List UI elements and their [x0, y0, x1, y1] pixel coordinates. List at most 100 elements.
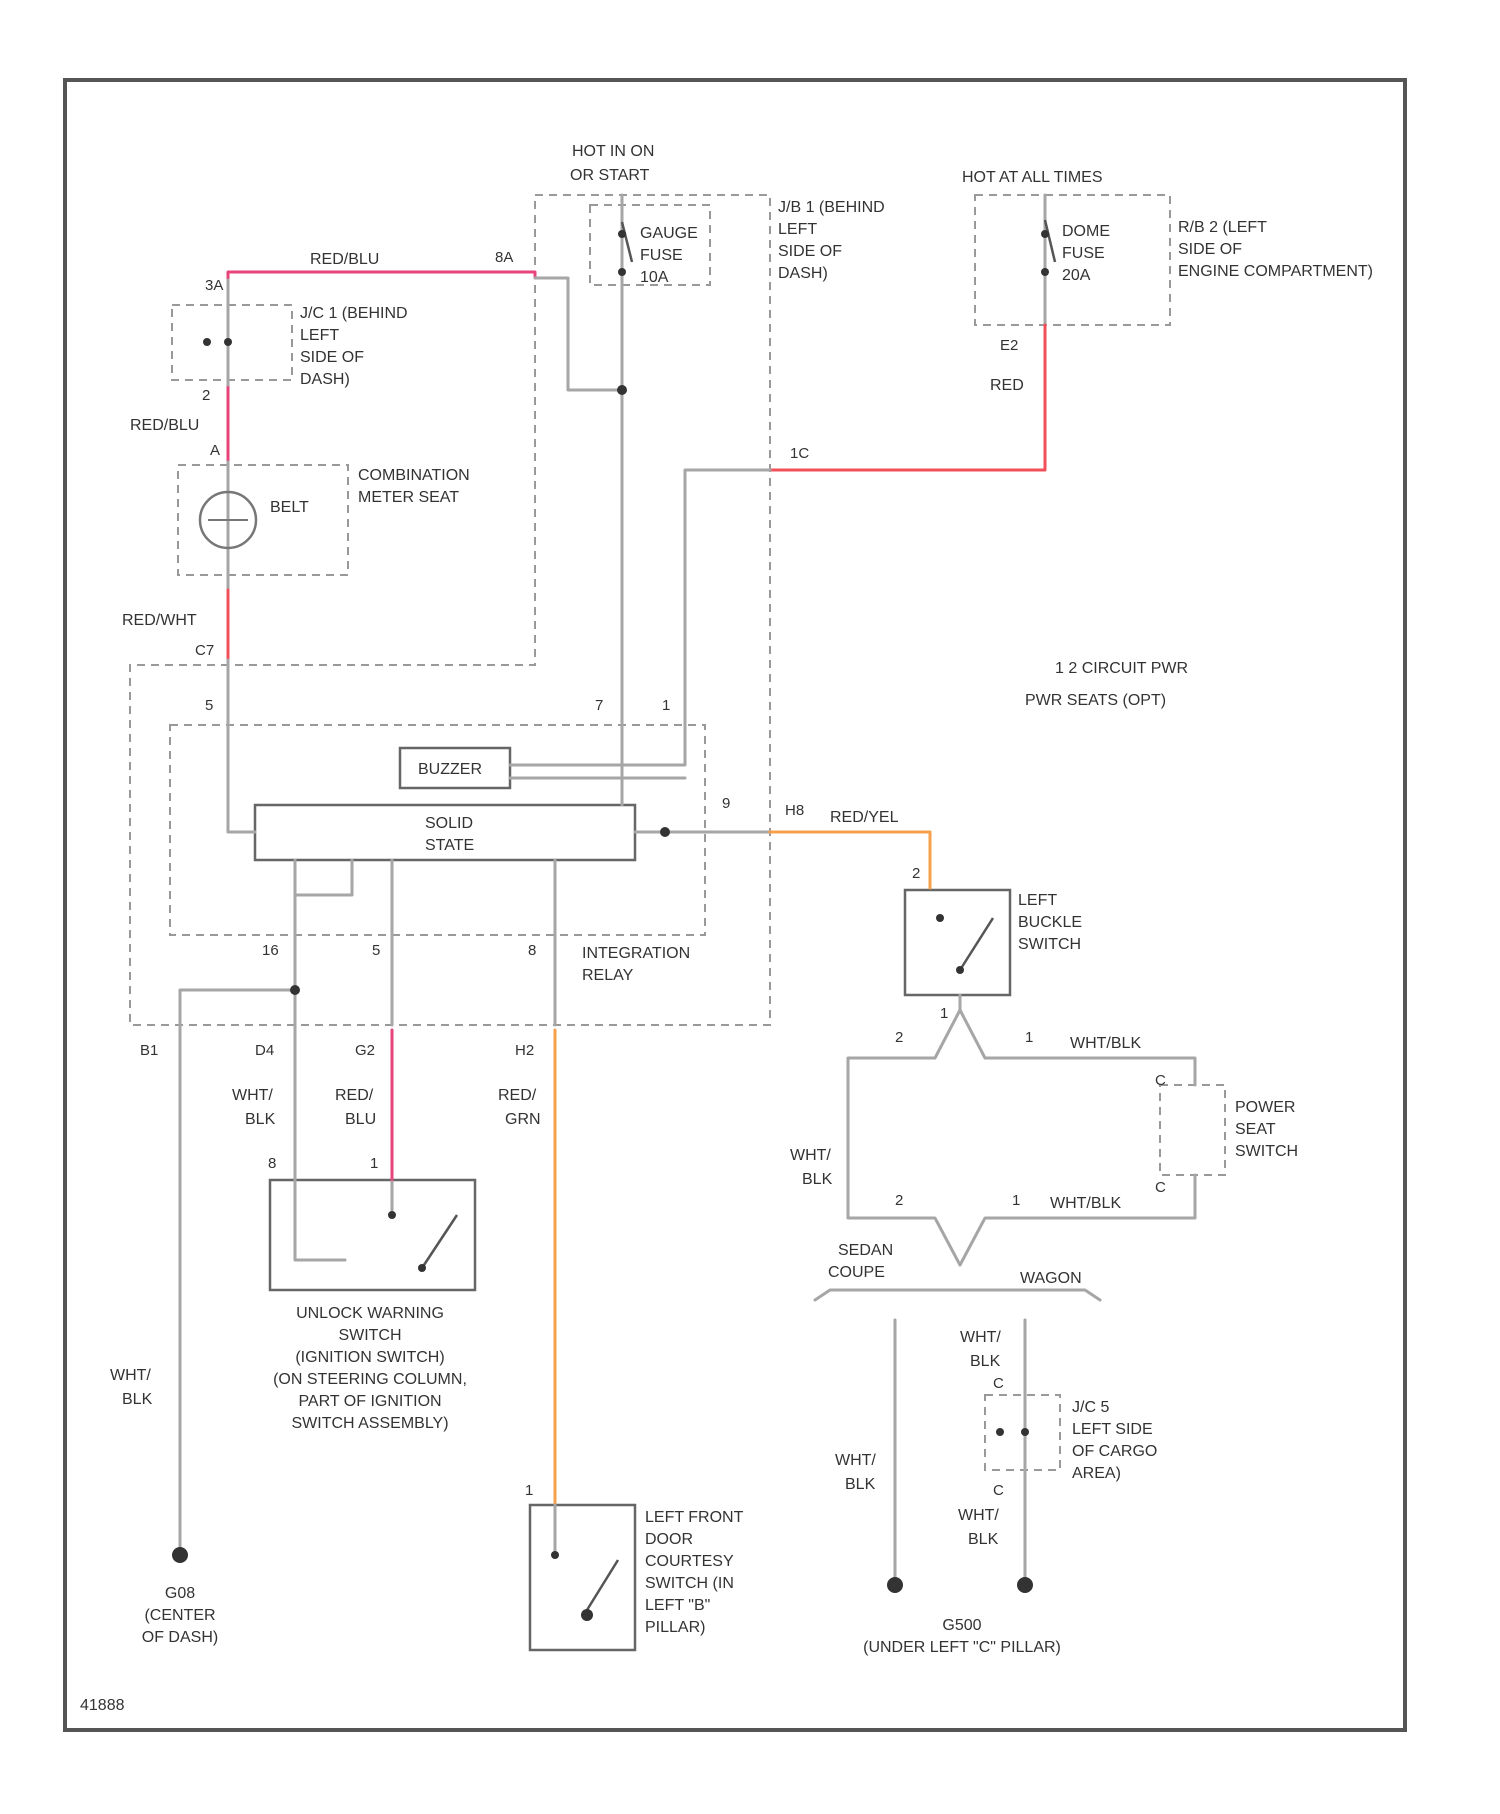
svg-text:J/C 1 (BEHIND: J/C 1 (BEHIND	[300, 305, 408, 322]
svg-text:(ON STEERING COLUMN,: (ON STEERING COLUMN,	[273, 1371, 467, 1388]
svg-text:H2: H2	[515, 1042, 534, 1059]
left-front-door-switch-label: LEFT FRONT DOOR COURTESY SWITCH (IN LEFT…	[645, 1509, 744, 1636]
svg-text:R/B 2 (LEFT: R/B 2 (LEFT	[1178, 219, 1267, 236]
power-seat-switch-box	[1160, 1085, 1225, 1175]
svg-text:10A: 10A	[640, 269, 669, 286]
svg-text:WHT/: WHT/	[790, 1147, 831, 1164]
wire-label-wht-blk-jc5: WHT/ BLK	[958, 1507, 999, 1548]
svg-text:9: 9	[722, 795, 730, 812]
svg-text:3A: 3A	[205, 277, 223, 294]
jb1-label: J/B 1 (BEHIND LEFT SIDE OF DASH)	[778, 199, 885, 282]
unlock-switch-blade	[422, 1215, 457, 1268]
svg-text:SOLID: SOLID	[425, 815, 473, 832]
wire-label-wht-blk-lower: WHT/BLK	[1050, 1195, 1121, 1212]
svg-text:LEFT FRONT: LEFT FRONT	[645, 1509, 744, 1526]
wire-label-red-wht: RED/WHT	[122, 612, 197, 629]
svg-text:1: 1	[1012, 1192, 1020, 1209]
wire-label-red-blu-g2: RED/ BLU	[335, 1087, 376, 1128]
svg-text:PWR SEATS (OPT): PWR SEATS (OPT)	[1025, 692, 1166, 709]
svg-text:1: 1	[940, 1005, 948, 1022]
svg-text:5: 5	[205, 697, 213, 714]
svg-text:A: A	[210, 442, 220, 459]
svg-text:BLK: BLK	[968, 1531, 999, 1548]
svg-text:METER SEAT: METER SEAT	[358, 489, 459, 506]
svg-text:COMBINATION: COMBINATION	[358, 467, 470, 484]
wire-label-wht-blk-wagon: WHT/ BLK	[960, 1329, 1001, 1370]
svg-text:B1: B1	[140, 1042, 158, 1059]
svg-text:BLK: BLK	[122, 1391, 153, 1408]
jc5-label: J/C 5 LEFT SIDE OF CARGO AREA)	[1072, 1399, 1157, 1482]
svg-text:(UNDER LEFT "C" PILLAR): (UNDER LEFT "C" PILLAR)	[863, 1639, 1061, 1656]
svg-text:WHT/: WHT/	[835, 1452, 876, 1469]
ground-pillar-label: G500 (UNDER LEFT "C" PILLAR)	[863, 1617, 1061, 1656]
svg-text:(IGNITION SWITCH): (IGNITION SWITCH)	[295, 1349, 444, 1366]
ground-center-dash-icon	[172, 1547, 188, 1563]
svg-text:PART OF IGNITION: PART OF IGNITION	[298, 1393, 441, 1410]
connection-dots	[203, 230, 1049, 1621]
svg-text:2: 2	[202, 387, 210, 404]
svg-text:SIDE OF: SIDE OF	[300, 349, 364, 366]
svg-text:BLK: BLK	[802, 1171, 833, 1188]
svg-text:RELAY: RELAY	[582, 967, 634, 984]
svg-text:5: 5	[372, 942, 380, 959]
svg-text:1: 1	[662, 697, 670, 714]
left-buckle-switch-box	[905, 890, 1010, 995]
svg-text:RED/: RED/	[498, 1087, 537, 1104]
power-seats-note: 1 2 CIRCUIT PWR PWR SEATS (OPT)	[1025, 660, 1188, 709]
wagon-label: WAGON	[1020, 1270, 1082, 1287]
svg-text:STATE: STATE	[425, 837, 474, 854]
svg-text:AREA): AREA)	[1072, 1465, 1121, 1482]
svg-text:2: 2	[912, 865, 920, 882]
left-front-door-switch-box	[530, 1505, 635, 1650]
wire-label-red: RED	[990, 377, 1024, 394]
svg-text:20A: 20A	[1062, 267, 1091, 284]
svg-text:COURTESY: COURTESY	[645, 1553, 734, 1570]
svg-text:SWITCH: SWITCH	[338, 1327, 401, 1344]
wire-label-red-grn: RED/ GRN	[498, 1087, 541, 1128]
dome-fuse-label: DOME FUSE 20A	[1062, 223, 1110, 284]
svg-text:OF CARGO: OF CARGO	[1072, 1443, 1157, 1460]
rb2-label: R/B 2 (LEFT SIDE OF ENGINE COMPARTMENT)	[1178, 219, 1373, 280]
svg-text:DASH): DASH)	[300, 371, 350, 388]
svg-text:LEFT SIDE: LEFT SIDE	[1072, 1421, 1153, 1438]
jc1-box	[172, 305, 292, 380]
svg-text:FUSE: FUSE	[1062, 245, 1105, 262]
svg-text:WHT/: WHT/	[232, 1087, 273, 1104]
svg-text:BUCKLE: BUCKLE	[1018, 914, 1082, 931]
wire-label-wht-blk-left: WHT/ BLK	[790, 1147, 833, 1188]
svg-text:8: 8	[268, 1155, 276, 1172]
svg-text:BLU: BLU	[345, 1111, 376, 1128]
wire-gauge-to-pin	[535, 278, 622, 390]
ground-center-dash-label: G08 (CENTER OF DASH)	[142, 1585, 218, 1646]
svg-text:1 2 CIRCUIT PWR: 1 2 CIRCUIT PWR	[1055, 660, 1188, 677]
svg-text:WHT/: WHT/	[958, 1507, 999, 1524]
svg-text:DOME: DOME	[1062, 223, 1110, 240]
wire-label-red-blu-mid: RED/BLU	[130, 417, 199, 434]
svg-text:SEAT: SEAT	[1235, 1121, 1276, 1138]
jb1-boundary	[130, 195, 770, 1025]
buzzer-label: BUZZER	[418, 761, 482, 778]
wire-ss-16	[295, 860, 352, 895]
svg-text:8A: 8A	[495, 249, 513, 266]
svg-text:ENGINE COMPARTMENT): ENGINE COMPARTMENT)	[1178, 263, 1373, 280]
jc1-label: J/C 1 (BEHIND LEFT SIDE OF DASH)	[300, 305, 408, 388]
svg-text:SWITCH: SWITCH	[1235, 1143, 1298, 1160]
svg-text:DASH): DASH)	[778, 265, 828, 282]
svg-text:LEFT: LEFT	[1018, 892, 1057, 909]
svg-text:2: 2	[895, 1192, 903, 1209]
diagram-border	[65, 80, 1405, 1730]
wire-sedan-wagon-bracket	[815, 1290, 1100, 1300]
svg-text:RED/: RED/	[335, 1087, 374, 1104]
svg-text:SIDE OF: SIDE OF	[778, 243, 842, 260]
svg-text:8: 8	[528, 942, 536, 959]
svg-text:LEFT: LEFT	[778, 221, 817, 238]
wire-to-solid-state	[228, 660, 255, 832]
svg-text:16: 16	[262, 942, 279, 959]
svg-text:BLK: BLK	[970, 1353, 1001, 1370]
wire-label-wht-blk-ground: WHT/ BLK	[110, 1367, 153, 1408]
svg-text:J/B 1 (BEHIND: J/B 1 (BEHIND	[778, 199, 885, 216]
svg-text:C: C	[993, 1482, 1004, 1499]
wire-label-wht-blk-upper: WHT/BLK	[1070, 1035, 1141, 1052]
svg-text:LEFT "B": LEFT "B"	[645, 1597, 710, 1614]
svg-text:C: C	[1155, 1072, 1166, 1089]
